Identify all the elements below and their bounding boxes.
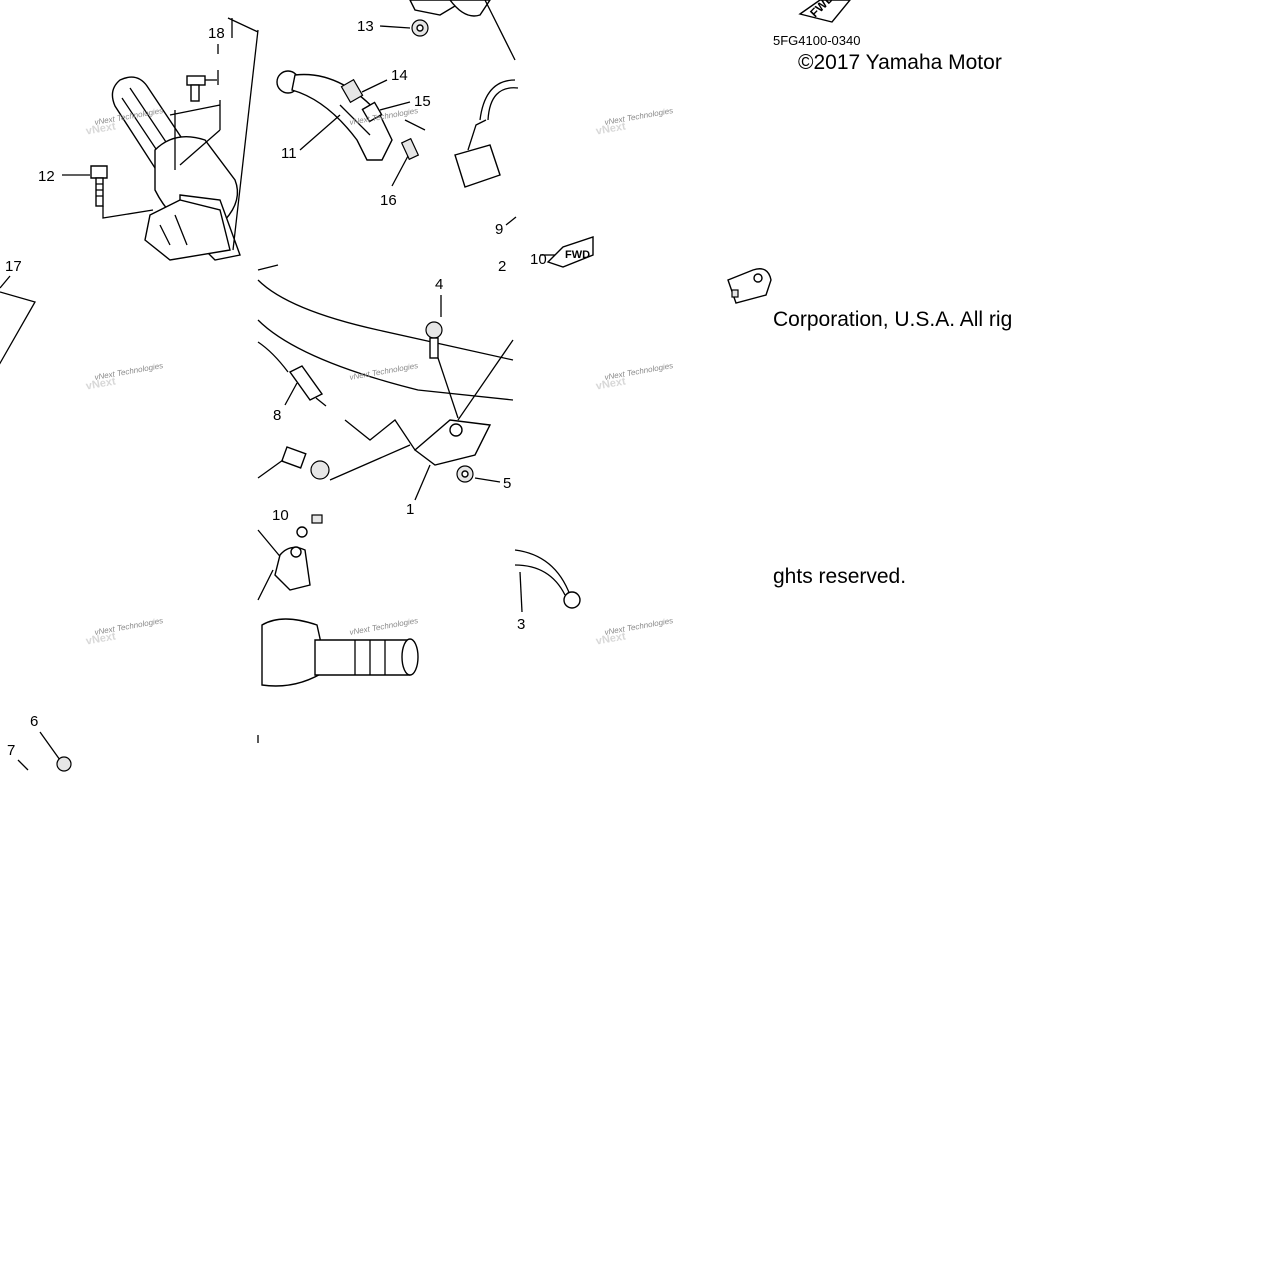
adjuster-10: 10 (257, 444, 411, 538)
svg-text:9: 9 (495, 221, 503, 238)
screw-18: 18 (186, 25, 225, 102)
svg-text:11: 11 (281, 145, 297, 162)
bolt-4: 4 (425, 276, 459, 419)
label-2: 2 (498, 258, 506, 275)
svg-text:13: 13 (357, 18, 374, 35)
nut-5: 5 (456, 465, 511, 492)
switch-connector-9: 9 (454, 79, 519, 238)
svg-text:15: 15 (414, 93, 431, 110)
svg-text:17: 17 (5, 258, 22, 275)
svg-text:7: 7 (7, 742, 15, 759)
nut-13: 13 (357, 0, 516, 61)
fwd-arrow-top: FWD (798, 0, 851, 23)
clutch-cable-area: 8 (257, 264, 514, 424)
svg-text:12: 12 (38, 168, 55, 185)
label-10-top: 10 (530, 251, 547, 268)
svg-text:vNext: vNext (85, 120, 117, 137)
svg-text:4: 4 (435, 276, 443, 293)
copyright-line-2: Corporation, U.S.A. All rig (773, 308, 1012, 331)
svg-text:3: 3 (517, 616, 525, 633)
left-grip-assembly (111, 17, 259, 261)
fwd-arrow-mid: FWD (540, 236, 594, 268)
bracket-piece (727, 268, 772, 304)
svg-text:vNext Technologies: vNext Technologies (349, 616, 419, 637)
part-17: 17 (0, 258, 36, 365)
bolt-6-7: 6 7 (7, 713, 72, 772)
drawing-code: 5FG4100-0340 (773, 33, 860, 48)
svg-text:10: 10 (272, 507, 289, 524)
svg-text:vNext: vNext (85, 375, 117, 392)
bolt-12: 12 (38, 165, 154, 219)
svg-text:6: 6 (30, 713, 38, 730)
svg-text:vNext Technologies: vNext Technologies (604, 106, 674, 127)
lever-clamp (257, 529, 311, 601)
svg-text:14: 14 (391, 67, 408, 84)
svg-text:vNext Technologies: vNext Technologies (94, 616, 164, 637)
svg-text:18: 18 (208, 25, 225, 42)
svg-text:vNext: vNext (595, 120, 627, 137)
svg-text:vNext Technologies: vNext Technologies (604, 616, 674, 637)
svg-text:8: 8 (273, 407, 281, 424)
svg-text:FWD: FWD (565, 249, 590, 261)
copyright-line-3: ghts reserved. (773, 565, 906, 588)
svg-text:vNext: vNext (595, 375, 627, 392)
right-grip (261, 618, 419, 687)
copyright-line-1: ©2017 Yamaha Motor (798, 51, 1002, 74)
svg-text:vNext Technologies: vNext Technologies (349, 361, 419, 382)
clutch-lever-assembly: 14 15 16 11 (276, 67, 431, 209)
holder-1: 1 (344, 339, 514, 518)
svg-text:vNext: vNext (85, 630, 117, 647)
svg-text:16: 16 (380, 192, 397, 209)
svg-text:vNext Technologies: vNext Technologies (94, 361, 164, 382)
svg-text:vNext Technologies: vNext Technologies (604, 361, 674, 382)
svg-text:1: 1 (406, 501, 414, 518)
brake-lever-3: 3 (514, 549, 581, 633)
svg-text:5: 5 (503, 475, 511, 492)
svg-text:vNext: vNext (595, 630, 627, 647)
